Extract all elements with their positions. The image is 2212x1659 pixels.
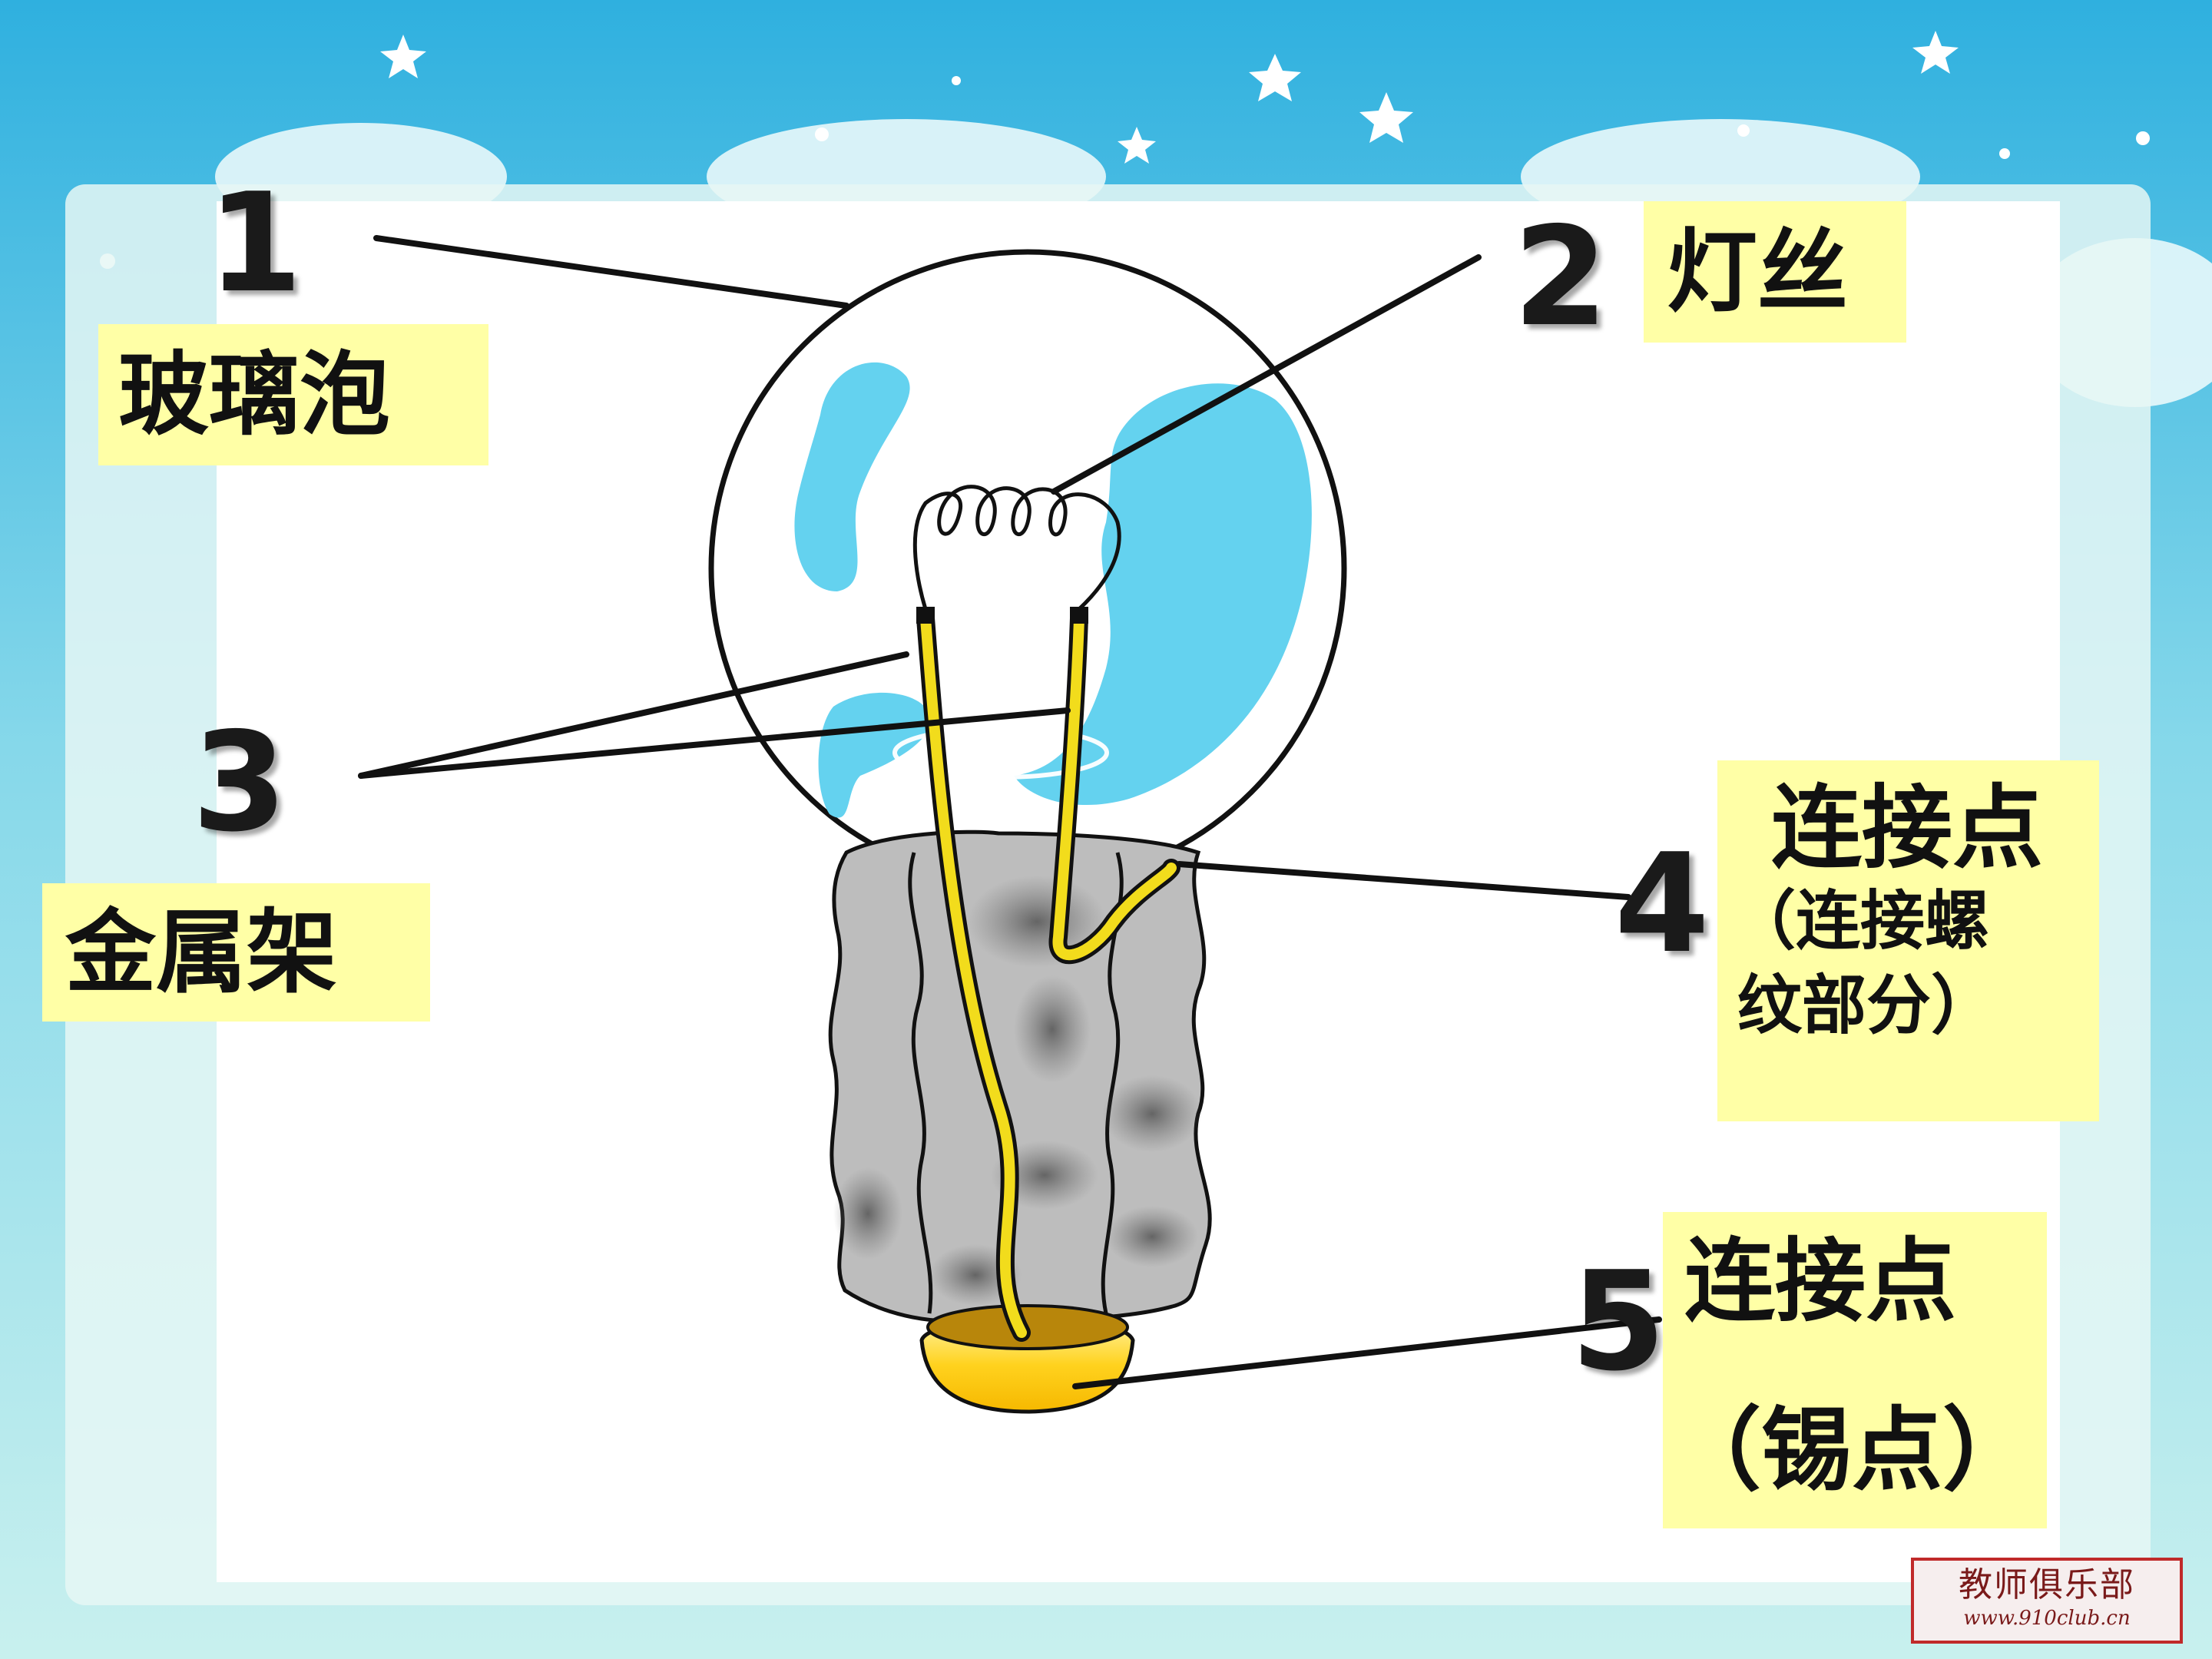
metal-screw-base bbox=[828, 830, 1212, 1323]
label-connection-point-thread-note-1: （连接螺 bbox=[1731, 883, 1990, 959]
label-connection-point-solder-note: （锡点） bbox=[1671, 1397, 2034, 1503]
callout-number-2: 2 bbox=[1513, 197, 1608, 356]
callout-number-1: 1 bbox=[207, 164, 303, 323]
metal-support-wires bbox=[916, 609, 1181, 1342]
label-connection-point-thread-title: 连接点 bbox=[1771, 775, 2044, 881]
callout-number-5: 5 bbox=[1571, 1242, 1666, 1401]
watermark-url: www.910club.cn bbox=[1963, 1607, 2131, 1630]
label-connection-point-solder-title: 连接点 bbox=[1684, 1228, 1957, 1334]
callout-number-4: 4 bbox=[1614, 824, 1710, 983]
label-connection-point-thread: 连接点 （连接螺 纹部分） bbox=[1717, 760, 2099, 1121]
label-glass-bulb: 玻璃泡 bbox=[98, 324, 488, 465]
star-icons bbox=[100, 31, 2150, 269]
wire-tip-right bbox=[1070, 607, 1088, 624]
watermark-stamp: 教师俱乐部 www.910club.cn bbox=[1911, 1558, 2183, 1644]
watermark-title: 教师俱乐部 bbox=[1959, 1565, 2135, 1604]
base-shading bbox=[833, 876, 1202, 1306]
label-metal-frame: 金属架 bbox=[42, 883, 430, 1022]
leader-lines bbox=[358, 235, 1662, 1389]
wire-tip-left bbox=[916, 607, 935, 624]
callout-number-3: 3 bbox=[192, 703, 287, 862]
filament bbox=[912, 485, 1121, 611]
label-filament: 灯丝 bbox=[1644, 201, 1906, 343]
glass-neck-ring bbox=[892, 726, 1109, 780]
label-connection-point-solder: 连接点 （锡点） bbox=[1663, 1212, 2047, 1528]
label-connection-point-thread-note-2: 纹部分） bbox=[1737, 968, 1996, 1043]
